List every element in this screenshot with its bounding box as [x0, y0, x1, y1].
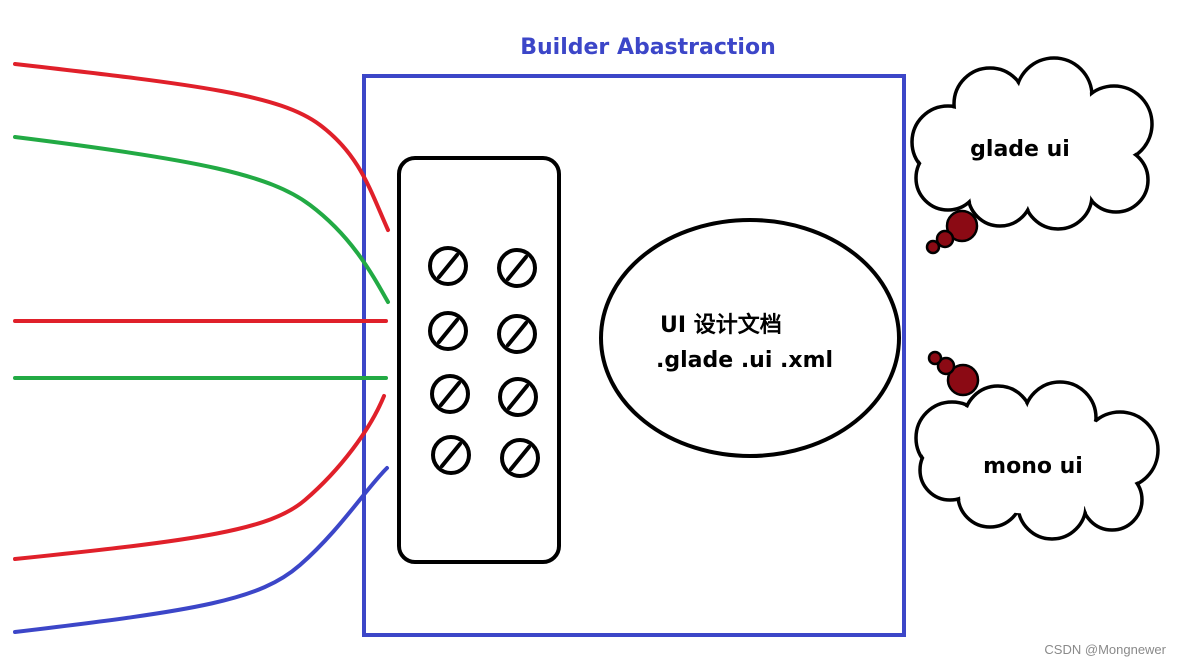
- cloud-glade-ui: glade ui: [910, 56, 1154, 231]
- slotted-screw-icon: [497, 314, 537, 354]
- slotted-screw-icon: [428, 246, 468, 286]
- connector-terminals: [428, 246, 540, 478]
- slotted-screw-icon: [431, 435, 471, 475]
- ui-document-extensions: .glade .ui .xml: [656, 348, 833, 373]
- slotted-screw-icon: [500, 438, 540, 478]
- diagram-title: Builder Abastraction: [520, 35, 776, 60]
- wire-green-top: [13, 135, 390, 304]
- slotted-screw-icon: [430, 374, 470, 414]
- cloud-mono-ui: mono ui: [914, 380, 1160, 541]
- watermark: CSDN @Mongnewer: [1044, 642, 1166, 657]
- thought-bubble-icon: [927, 350, 980, 397]
- slotted-screw-icon: [497, 248, 537, 288]
- cloud-glade-label: glade ui: [970, 137, 1070, 162]
- builder-frame: [362, 74, 906, 637]
- slotted-screw-icon: [428, 311, 468, 351]
- cloud-mono-label: mono ui: [983, 454, 1083, 479]
- wire-red-top: [13, 62, 390, 232]
- ui-document-ellipse: [599, 218, 901, 458]
- ui-document-title: UI 设计文档: [660, 312, 782, 338]
- connector-block: [397, 156, 561, 564]
- thought-bubble-icon: [925, 209, 979, 255]
- wire-red-bottom: [13, 394, 386, 561]
- slotted-screw-icon: [498, 377, 538, 417]
- input-wires: [13, 62, 390, 634]
- wire-blue-bottom: [13, 466, 389, 634]
